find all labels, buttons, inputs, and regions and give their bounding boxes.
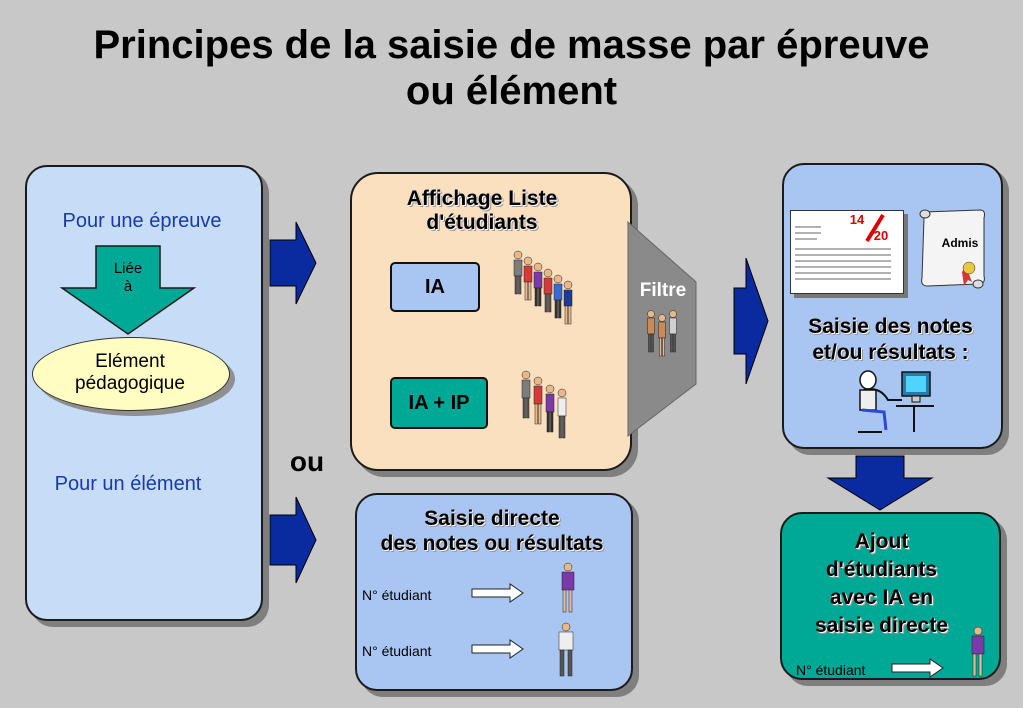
down-arrow <box>826 455 934 511</box>
ou-label: ou <box>289 446 325 477</box>
direct-title-1: Saisie directe <box>424 507 560 530</box>
ajout-line-3: avec IA en <box>829 586 934 609</box>
direct-student-label-2: N° étudiant <box>362 643 432 659</box>
direct-title-2: des notes ou résultats <box>380 532 604 555</box>
student-man-icon <box>558 622 574 677</box>
filter-funnel <box>627 220 697 438</box>
computer-user-icon <box>858 370 934 433</box>
ajout-panel <box>780 512 1001 680</box>
student-woman-icon <box>971 626 985 677</box>
title-line-2: ou élément <box>405 69 618 113</box>
white-arrow-icon <box>471 583 524 603</box>
ellipse-line-1: Elément <box>95 351 165 372</box>
ia-ip-button[interactable]: IA + IP <box>390 377 488 429</box>
grade-bottom: 20 <box>873 228 889 243</box>
right-arrow-notes <box>733 257 769 385</box>
teal-down-arrow <box>59 245 197 335</box>
ellipse-line-2: pédagogique <box>75 373 185 394</box>
ajout-line-4: saisie directe <box>814 614 949 637</box>
grade-top: 14 <box>849 212 865 227</box>
white-arrow-icon <box>471 639 524 659</box>
grade-sheet-icon <box>790 210 904 294</box>
element-ellipse <box>32 337 230 411</box>
ajout-line-2: d'étudiants <box>825 558 938 581</box>
ajout-student-label: N° étudiant <box>796 662 866 678</box>
right-arrow-bottom <box>269 496 317 584</box>
student-woman-icon <box>561 562 575 613</box>
notes-caption-1: Saisie des notes <box>808 315 973 338</box>
ajout-line-1: Ajout <box>854 530 909 553</box>
direct-student-label-1: N° étudiant <box>362 587 432 603</box>
admis-label: Admis <box>941 236 979 250</box>
page-title: Principes de la saisie de masse par épre… <box>0 22 1023 114</box>
title-line-1: Principes de la saisie de masse par épre… <box>93 23 930 67</box>
epreuve-label: Pour une épreuve <box>62 210 222 232</box>
student-queue-icon <box>513 250 573 325</box>
filter-label: Filtre <box>639 280 687 301</box>
notes-caption-2: et/ou résultats : <box>812 341 969 364</box>
right-arrow-top <box>269 221 317 305</box>
list-title-1: Affichage Liste <box>406 187 558 210</box>
arrow-label-1: Liée <box>113 260 143 277</box>
ia-button[interactable]: IA <box>390 262 480 312</box>
white-arrow-icon <box>891 658 944 678</box>
list-title-2: d'étudiants <box>426 211 538 234</box>
element-label: Pour un élément <box>54 473 202 495</box>
student-group-icon <box>521 370 567 439</box>
arrow-label-2: à <box>123 278 133 295</box>
diploma-scroll-icon <box>919 209 985 289</box>
